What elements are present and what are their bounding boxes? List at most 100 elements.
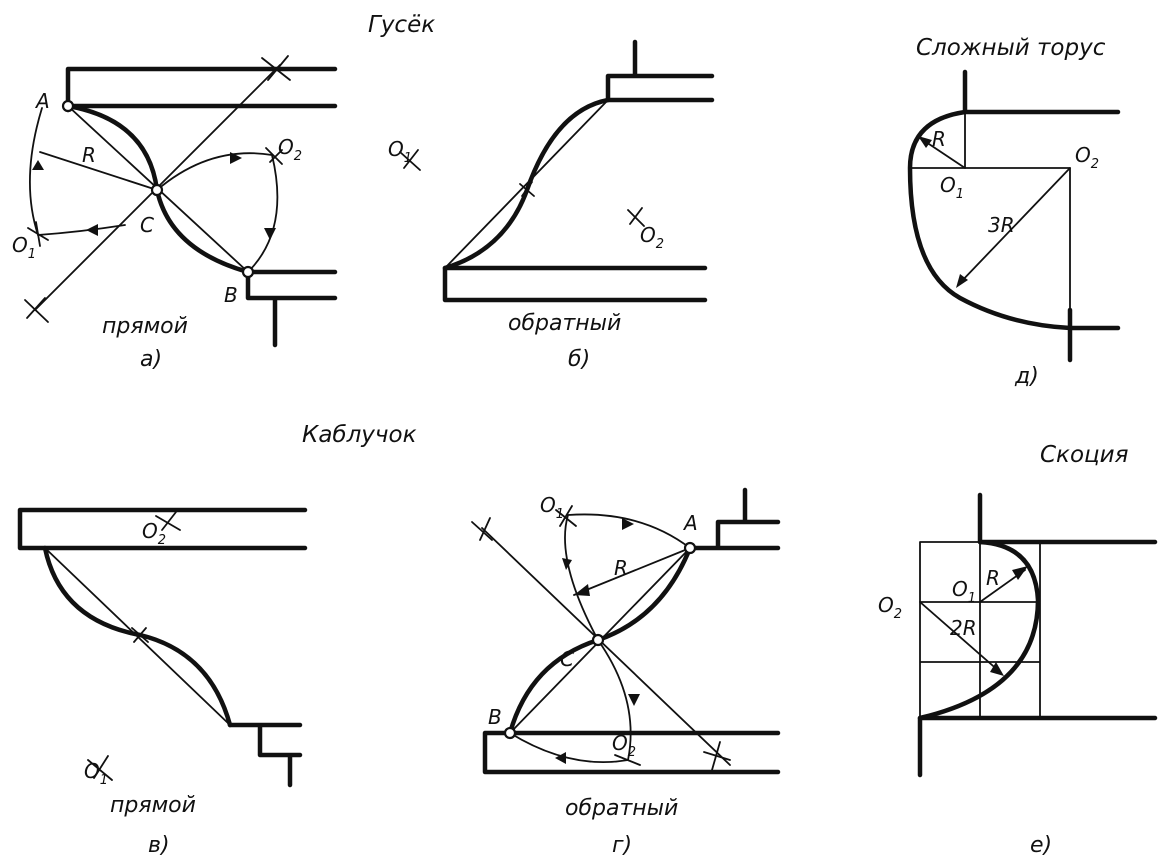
panel-d-complex-torus: Сложный торус R 3R O1 O2 д) [907,35,1121,389]
panel-a-arrow-2 [86,224,98,236]
panel-d-caption: д) [1014,364,1039,389]
panel-e-upper-profile [977,492,1158,545]
panel-g-arrow-1 [622,518,634,530]
panel-a-lower-profile [245,269,338,348]
panel-a-label-r: R [82,143,96,167]
panel-e-caption: е) [1030,833,1052,858]
panel-v-note: прямой [110,793,196,818]
panel-g-arrow-3 [628,694,640,706]
panel-g-point-c [591,633,605,647]
panel-a-o2-cross [265,147,283,165]
panel-g-o1-cross [555,505,577,527]
panel-e-arrow-r [1012,566,1028,580]
panel-a-radius-r [39,151,158,191]
panel-d-label-r: R [932,127,946,151]
title-gusek: Гусёк [368,12,435,38]
panel-v-o2-cross [155,511,181,531]
panel-a-label-o2: O2 [278,135,302,164]
panel-v-label-o1: O1 [84,759,108,788]
panel-d-lower-profile [1067,307,1121,363]
panel-e-arrow-2r [990,662,1004,676]
panel-e-skotsiya: Скоция R 2R O1 O2 е) [878,442,1158,858]
panel-e-radius-2r [919,601,1001,673]
panel-v-mid-cross [131,627,149,643]
panel-b-caption: б) [568,347,590,372]
panel-g-label-o1: O1 [540,493,564,522]
panel-a-arrow-3 [230,152,242,164]
panel-v-upper-profile [17,507,308,551]
panel-e-scotia-curve [917,539,1041,721]
panel-g-cross-top [471,517,493,541]
panel-a-label-b: B [224,283,238,307]
panel-d-torus-curve [907,109,1073,331]
panel-g-note: обратный [565,796,678,821]
panel-a-arc-o1 [29,107,126,236]
panel-d-arrow-3r [956,274,968,288]
panel-e-label-o1: O1 [952,577,976,606]
panel-v-lower-profile [227,722,303,788]
panel-a-arrow-4 [264,228,276,240]
panel-b-upper-profile [605,39,715,103]
panel-g-label-a: A [682,511,698,535]
panel-v-chord [44,547,231,726]
panel-b-o1-cross [399,149,421,171]
panel-a-note: прямой [102,314,188,339]
panel-d-label-o2: O2 [1075,143,1099,172]
panel-b-gusek-reverse: O1 O2 обратный б) [388,39,715,372]
panel-g-label-c: C [560,647,574,671]
panel-a-o1-cross [27,221,49,247]
panel-v-caption: в) [148,833,170,858]
panel-e-label-r: R [986,566,1000,590]
title-kabluchok: Каблучок [302,422,417,448]
panel-g-point-b [503,726,517,740]
panel-e-label-o2: O2 [878,593,902,622]
panel-g-caption: г) [612,833,632,858]
panel-b-label-o1: O1 [388,137,412,166]
panel-d-axis-line [909,111,1071,329]
panel-a-point-b [241,265,255,279]
panel-a-upper-profile [65,66,338,113]
title-skotsiya: Скоция [1040,442,1129,468]
panel-g-cross-bottom [703,741,731,771]
panel-a-label-a: A [34,89,50,113]
panel-b-mid-cross [519,181,535,197]
panel-g-arrow-4 [555,752,566,764]
panel-d-label-o1: O1 [940,173,964,202]
panel-b-note: обратный [508,311,621,336]
panel-g-radius-r [573,547,691,596]
panel-a-label-c: C [140,213,154,237]
panel-g-arrow-2 [562,558,572,570]
panel-a-cross-top [261,55,291,81]
panel-g-construction-line [481,527,731,766]
panel-d-arrow-r [918,136,932,148]
panel-v-kabluchok-direct: O1 O2 прямой в) [17,507,308,858]
panel-a-point-a [61,99,75,113]
panel-g-upper-profile [687,487,781,551]
panel-g-label-r: R [614,556,628,580]
panel-d-upper-profile [962,69,1121,115]
panel-g-kabluchok-reverse: A C B R O1 O2 обратный г) [471,487,781,858]
panel-b-lower-profile [442,265,708,303]
title-torus: Сложный торус [916,35,1106,61]
panel-g-o2-cross [614,754,641,766]
panel-e-lower-profile [917,715,1158,778]
panel-v-label-o2: O2 [142,519,166,548]
panel-a-gusek-direct: A C B R O1 O2 прямой а) [12,55,338,372]
panel-a-caption: а) [140,347,162,372]
panel-g-label-b: B [488,705,502,729]
panel-g-arrow-r [574,584,590,596]
panel-a-cross-bottom [24,297,49,323]
panel-b-label-o2: O2 [640,223,664,252]
panel-b-o2-cross [627,207,645,227]
panel-g-point-a [683,541,697,555]
panel-g-label-o2: O2 [612,731,636,760]
panel-a-point-c [150,183,164,197]
panel-v-o1-cross [87,755,113,781]
panel-a-label-o1: O1 [12,233,36,262]
panel-e-label-2r: 2R [950,616,977,640]
panel-b-chord [444,99,609,269]
panel-d-label-3r: 3R [988,213,1015,237]
panel-a-arrow-1 [32,160,44,170]
panel-d-radius-3r [957,167,1071,286]
